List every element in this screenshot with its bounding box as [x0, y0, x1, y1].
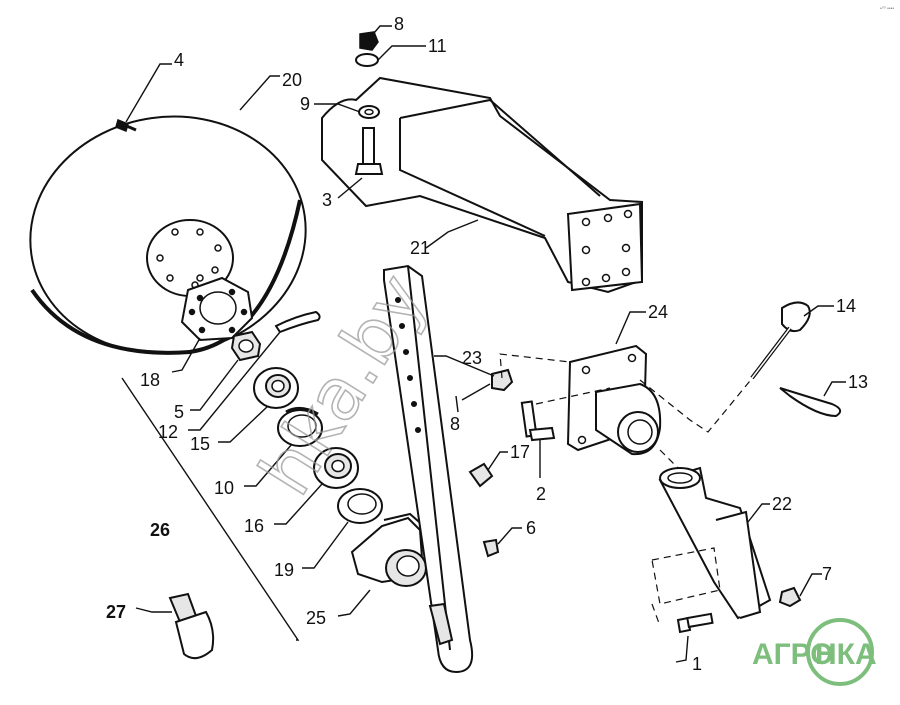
leader-4 [125, 63, 172, 123]
lynch-pin-14 [750, 301, 811, 380]
assembly-box [651, 547, 721, 605]
label-21: 21 [410, 238, 430, 258]
spring-ring-19 [337, 488, 383, 524]
assembly-line-a [499, 353, 571, 379]
logo-circle [806, 618, 874, 686]
label-11: 11 [428, 36, 447, 56]
fork-bracket-22 [658, 466, 772, 620]
leader-8-mid [461, 383, 491, 401]
bolt-4 [115, 118, 137, 133]
label-26: 26 [150, 520, 170, 540]
label-8-top: 8 [394, 14, 404, 34]
leader-25 [337, 589, 371, 617]
cotter-pin-12 [274, 310, 321, 334]
leader-1 [675, 635, 689, 663]
label-27: 27 [106, 602, 126, 622]
bolt-2 [520, 400, 556, 442]
castle-nut-5 [230, 330, 262, 362]
label-1: 1 [692, 654, 702, 674]
bolt-3 [354, 127, 384, 175]
leader-7 [799, 573, 822, 597]
r-clip-13 [779, 387, 842, 418]
washer-11 [355, 53, 379, 67]
hub-25 [350, 512, 427, 587]
nut-6 [482, 538, 500, 558]
label-14: 14 [836, 296, 856, 316]
label-22: 22 [772, 494, 792, 514]
leader-19 [302, 521, 349, 569]
leader-17 [487, 451, 508, 471]
grease-fitting-17 [468, 462, 494, 488]
bolt-1 [676, 612, 714, 634]
assembly-line-e [651, 603, 661, 627]
label-16: 16 [244, 516, 264, 536]
leader-9 [314, 103, 361, 113]
label-20: 20 [282, 70, 302, 90]
label-18: 18 [140, 370, 160, 390]
label-19: 19 [274, 560, 294, 580]
label-9: 9 [300, 94, 310, 114]
leader-5 [190, 359, 239, 411]
label-2: 2 [536, 484, 546, 504]
leader-10 [244, 443, 293, 487]
nut-8-mid [491, 368, 514, 392]
leader-8-top [367, 25, 392, 41]
label-6: 6 [526, 518, 536, 538]
bearing-15 [253, 367, 299, 409]
mounting-arm-21 [321, 76, 644, 294]
sleeve-plate-24 [566, 344, 662, 456]
logo-text-right: НКА [815, 638, 877, 671]
leader-12 [188, 331, 281, 431]
corner-mark: •⁰⁰ •••• [880, 6, 894, 12]
leader-22 [747, 503, 770, 523]
spacer-27 [168, 592, 215, 660]
leader-3 [337, 177, 363, 199]
scraper-bar [383, 264, 474, 674]
leader-26 [121, 377, 300, 641]
leader-14 [803, 305, 834, 317]
washer-9 [358, 105, 380, 119]
label-5: 5 [174, 402, 184, 422]
leader-6 [497, 527, 522, 545]
label-3: 3 [322, 190, 332, 210]
logo-text-left: АГРО [752, 638, 834, 671]
nut-8-top [359, 31, 379, 51]
leader-21 [425, 219, 479, 249]
label-15: 15 [190, 434, 210, 454]
label-12: 12 [158, 422, 178, 442]
flange-plate-18 [180, 276, 254, 342]
disc-blade [29, 115, 307, 355]
assembly-line-d [659, 449, 681, 471]
label-24: 24 [648, 302, 668, 322]
leader-18 [171, 337, 201, 373]
label-10: 10 [214, 478, 234, 498]
leader-16 [274, 483, 323, 525]
leader-13 [823, 381, 846, 397]
leader-15 [218, 405, 269, 443]
nut-7 [778, 586, 802, 608]
bearing-16 [313, 447, 359, 489]
label-23: 23 [462, 348, 482, 368]
assembly-line-b [535, 387, 611, 405]
leader-23 [434, 355, 495, 377]
leader-27 [135, 607, 172, 613]
leader-8-mid-stub [455, 395, 459, 413]
assembly-line-c [639, 375, 755, 433]
label-17: 17 [510, 442, 530, 462]
leader-20 [239, 75, 280, 111]
leader-11 [377, 45, 426, 61]
label-4: 4 [174, 50, 184, 70]
seal-ring-10 [277, 407, 323, 447]
agronka-logo: АГРО НКА [752, 618, 877, 686]
leader-24 [615, 311, 646, 345]
label-13: 13 [848, 372, 868, 392]
label-25: 25 [306, 608, 326, 628]
label-8-mid: 8 [450, 414, 460, 434]
label-7: 7 [822, 564, 832, 584]
